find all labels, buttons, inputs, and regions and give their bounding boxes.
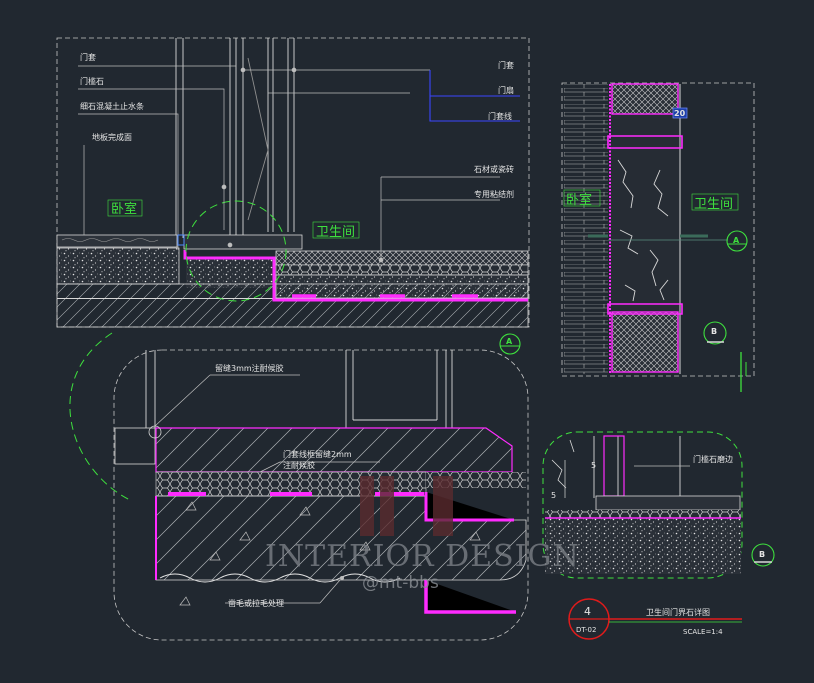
waterproof-layer [183, 250, 528, 302]
section-marker-b-detail [751, 543, 775, 567]
watermark: INTERIOR DESIGN @mt-bbs [265, 539, 580, 593]
svg-text:A: A [733, 236, 740, 245]
scale-label: SCALE=1:4 [683, 628, 723, 636]
enlarged-detail-a: 留缝3mm注耐候胶 门套线框留缝2mm 注耐候胶 凿毛或拉毛处理 A [113, 333, 529, 641]
label-threshold-edge: 门槛石磨边 [693, 454, 733, 464]
label-door-cover: 门套 [80, 52, 96, 62]
dim-5b: 5 [551, 491, 556, 500]
room-label-bedroom: 卧室 [111, 201, 137, 217]
detail-threshold-stone [155, 427, 513, 473]
label-frame-gap-2: 注耐候胶 [283, 460, 315, 470]
brick-wall [564, 84, 608, 374]
section-marker-a-plan [726, 230, 748, 252]
label-gap-3mm: 留缝3mm注耐候胶 [215, 363, 284, 373]
blue-leaders [429, 70, 520, 122]
label-water-stop: 细石混凝土止水条 [80, 101, 144, 111]
enlarged-detail-b: 5 5 门槛石磨边 B [542, 431, 775, 579]
detail-b-screed [545, 518, 741, 574]
dim-5a: 5 [591, 461, 596, 470]
label-threshold-stone: 门槛石 [80, 76, 104, 86]
title-block: 4 DT-02 卫生间门界石详图 SCALE=1:4 [568, 598, 742, 640]
label-door-cover-line: 门套线 [488, 111, 512, 121]
detail-title: 卫生间门界石详图 [646, 607, 710, 617]
detail-number: 4 [584, 605, 591, 618]
label-frame-gap-1: 门套线框留缝2mm [283, 449, 352, 459]
label-rough-finish: 凿毛或拉毛处理 [228, 598, 284, 608]
room-label-bathroom-plan: 卫生间 [694, 197, 733, 212]
plan-view-top-right: 卧室 卫生间 20 A B [561, 82, 755, 392]
detail-frame [113, 349, 529, 641]
bathroom-adhesive [275, 264, 529, 276]
tag-20: 20 [674, 109, 686, 118]
section-view-top-left: 门套 门槛石 细石混凝土止水条 地板完成面 门套 门扇 门套线 石材或瓷砖 专用… [56, 37, 530, 328]
svg-text:B: B [759, 550, 765, 559]
detail-b-stone [595, 495, 741, 511]
detail-b-frame [542, 431, 743, 579]
bedroom-screed [56, 247, 180, 285]
bedroom-floor-finish [56, 234, 178, 248]
detail-waterproof [424, 580, 516, 614]
watermark-line1: INTERIOR DESIGN [265, 539, 580, 574]
label-door-cover-right: 门套 [498, 60, 514, 70]
watermark-line2: @mt-bbs [362, 573, 439, 593]
structural-slab [56, 283, 529, 328]
room-label-bathroom: 卫生间 [316, 225, 355, 240]
bathroom-tile [275, 250, 529, 266]
label-floor-finish: 地板完成面 [92, 132, 132, 142]
detail-callout-circle [185, 200, 287, 302]
section-marker-a-detail [499, 333, 521, 355]
label-stone-tile: 石材或瓷砖 [474, 164, 514, 174]
svg-text:A: A [506, 337, 513, 346]
callout-connector [69, 332, 131, 501]
section-marker-b-plan [703, 321, 727, 345]
label-adhesive: 专用粘结剂 [474, 189, 514, 199]
sheet-number: DT-02 [576, 626, 596, 634]
room-label-bedroom-plan: 卧室 [566, 192, 592, 208]
viewport-frame-right [561, 82, 755, 377]
svg-text:B: B [711, 327, 717, 336]
label-door-leaf: 门扇 [498, 85, 514, 95]
